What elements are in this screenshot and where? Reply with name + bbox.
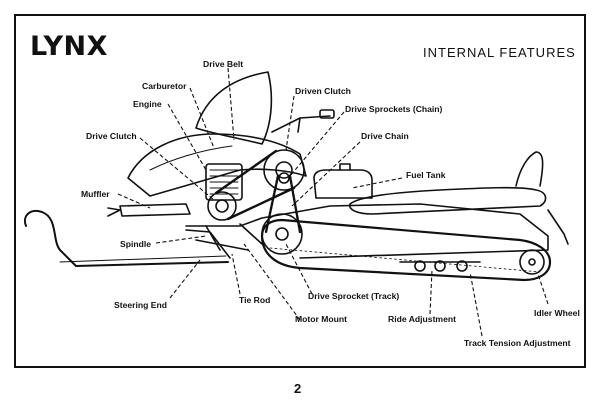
spindle — [185, 225, 231, 259]
windshield — [195, 71, 273, 145]
label-drive-sprockets-chain: Drive Sprockets (Chain) — [345, 104, 443, 114]
leader-tie-rod — [231, 253, 241, 295]
seat-backrest — [515, 151, 544, 187]
label-tie-rod: Tie Rod — [239, 295, 271, 305]
leader-drive-clutch — [139, 137, 215, 201]
leader-spindle — [155, 235, 207, 244]
leader-carburetor — [189, 87, 215, 149]
leader-drive-belt — [227, 67, 235, 141]
label-driven-clutch: Driven Clutch — [295, 86, 351, 96]
chassis-tunnel — [185, 203, 549, 259]
leader-driven-clutch — [285, 95, 295, 151]
seat — [349, 186, 547, 215]
label-engine: Engine — [133, 99, 162, 109]
label-idler-wheel: Idler Wheel — [534, 308, 580, 318]
leader-track-tension — [469, 271, 483, 337]
leader-ride-adjustment — [429, 269, 433, 315]
label-muffler: Muffler — [81, 189, 110, 199]
drive-belt — [214, 149, 296, 221]
tie-rod — [195, 239, 249, 251]
ski — [24, 210, 229, 267]
hood — [127, 133, 307, 197]
leader-drive-sprockets — [289, 111, 345, 177]
label-drive-clutch: Drive Clutch — [86, 131, 137, 141]
page-frame — [14, 14, 586, 368]
page-heading: INTERNAL FEATURES — [423, 45, 576, 60]
leader-idler-wheel — [537, 273, 549, 305]
motor-mount — [239, 223, 263, 245]
label-carburetor: Carburetor — [142, 81, 187, 91]
muffler — [119, 203, 191, 217]
label-spindle: Spindle — [120, 239, 152, 249]
driven-clutch-pulley — [263, 149, 305, 191]
drive-clutch-pulley — [207, 191, 237, 221]
page-number: 2 — [294, 381, 302, 396]
label-ride-adjustment: Ride Adjustment — [388, 314, 456, 324]
leader-steering-end — [169, 259, 201, 299]
track — [260, 218, 552, 282]
label-drive-sprocket-track: Drive Sprocket (Track) — [308, 291, 400, 301]
idler-wheel — [519, 249, 545, 275]
brand-logo: LYNX — [30, 31, 108, 62]
fuel-tank-shape — [313, 169, 373, 199]
leader-drive-sprocket — [285, 243, 313, 295]
label-track-tension-adjustment: Track Tension Adjustment — [464, 338, 571, 348]
leader-motor-mount — [243, 243, 301, 321]
label-steering-end: Steering End — [114, 300, 168, 310]
leader-fuel-tank — [351, 177, 403, 189]
leader-muffler — [117, 193, 151, 209]
leader-drive-chain — [291, 141, 361, 207]
label-drive-chain: Drive Chain — [361, 131, 409, 141]
label-fuel-tank: Fuel Tank — [406, 170, 446, 180]
label-drive-belt: Drive Belt — [203, 59, 244, 69]
label-motor-mount: Motor Mount — [295, 314, 348, 324]
